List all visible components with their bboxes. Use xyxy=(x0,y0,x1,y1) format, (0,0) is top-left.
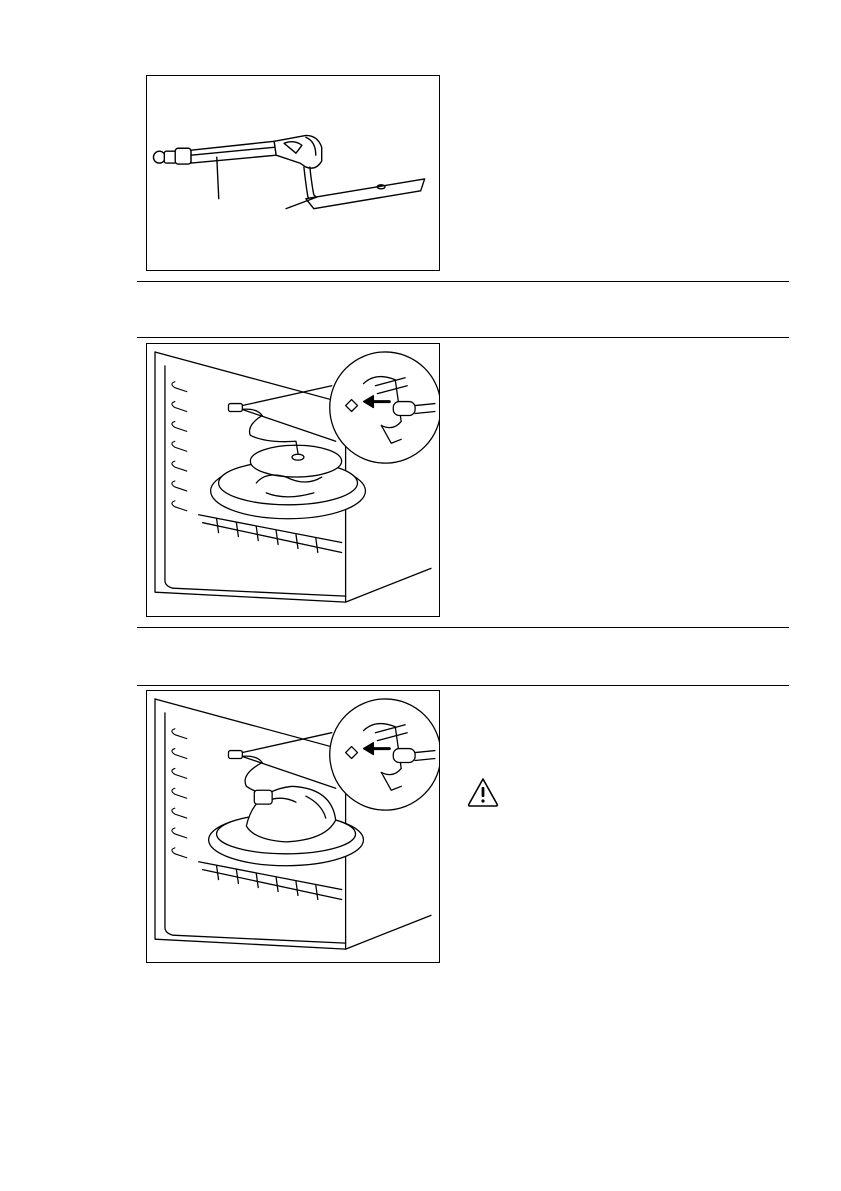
separator-rule xyxy=(137,627,789,628)
separator-rule xyxy=(137,281,789,282)
meat-probe-illustration xyxy=(147,76,439,270)
oven-probe-socket-illustration xyxy=(147,344,439,616)
figure-probe-inserted-lid xyxy=(146,343,440,617)
oven-probe-socket-illustration xyxy=(147,691,439,962)
separator-rule xyxy=(137,685,789,686)
separator-rule xyxy=(137,337,789,338)
figure-probe-inserted-open xyxy=(146,690,440,963)
figure-meat-probe xyxy=(146,75,440,271)
warning-triangle-icon xyxy=(466,776,500,808)
